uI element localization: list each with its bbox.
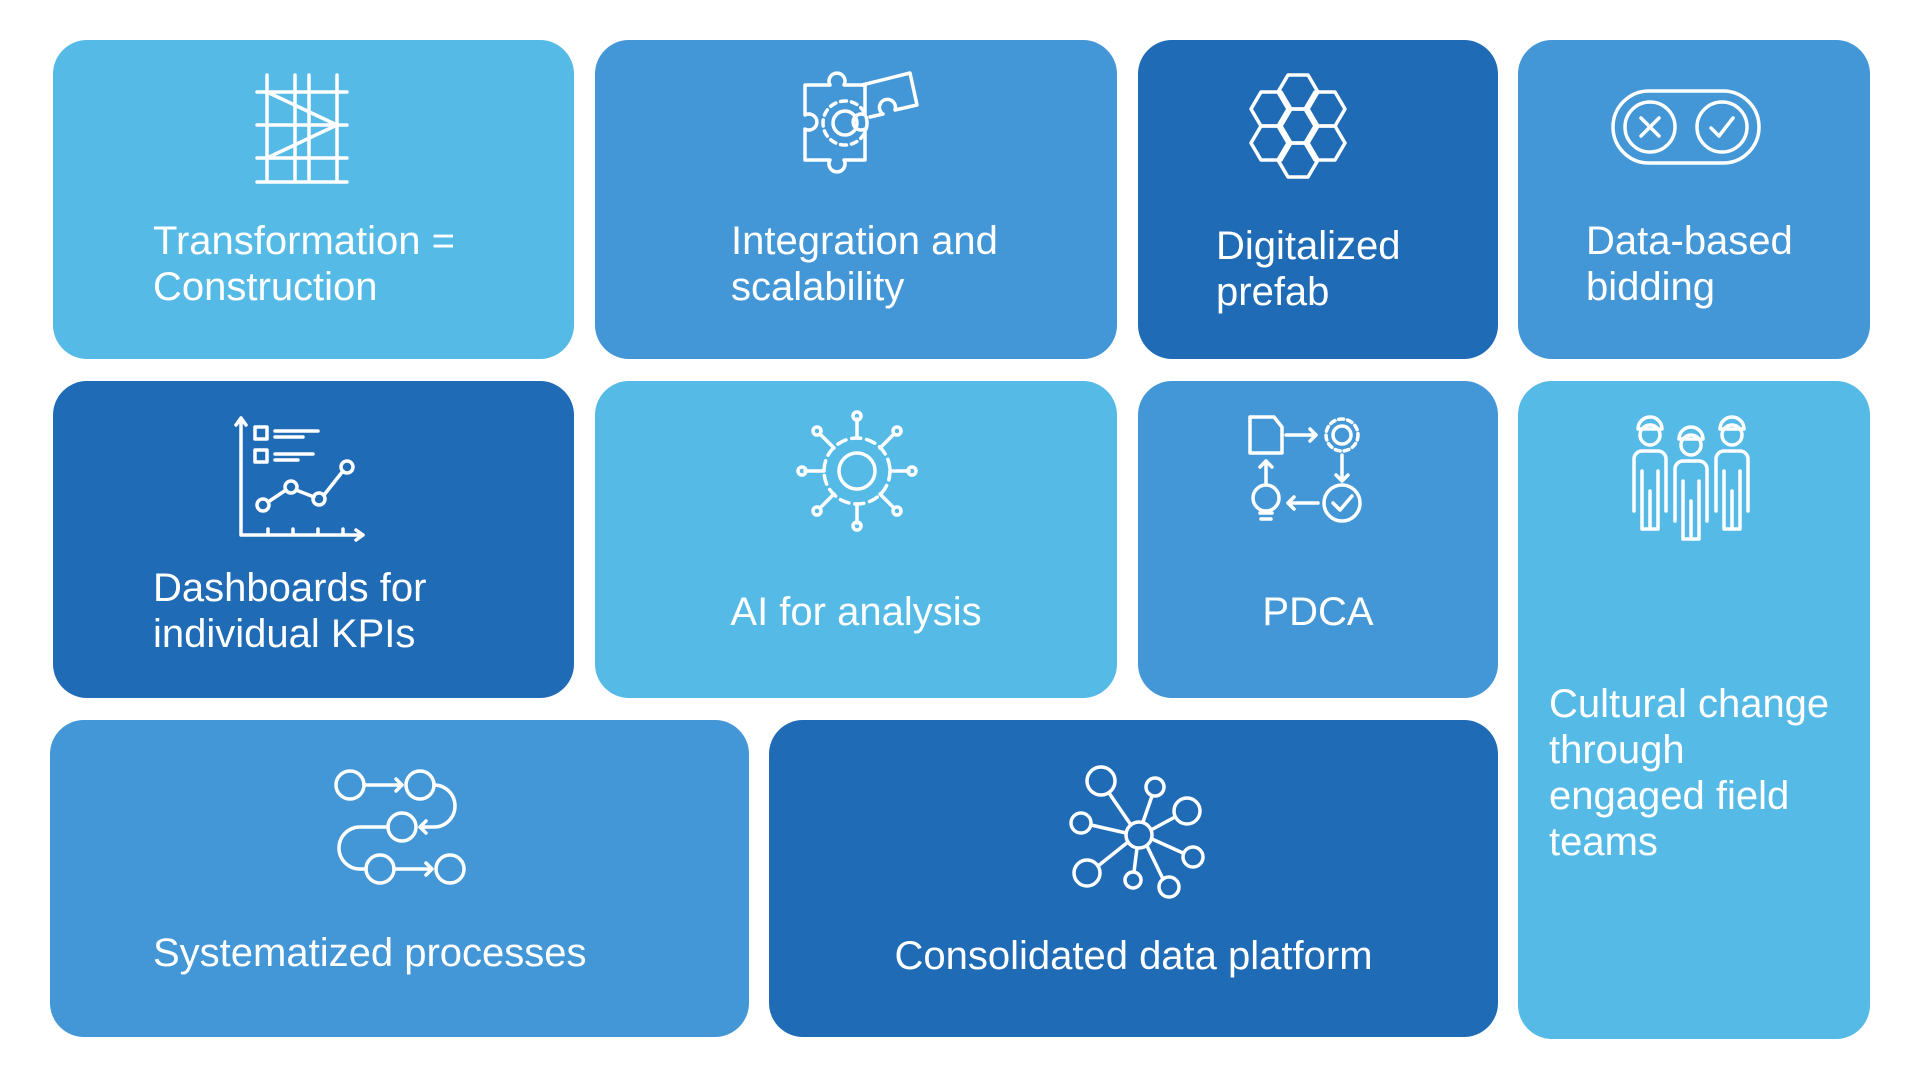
card-transformation-construction: Transformation = Construction (53, 40, 574, 359)
card-label: Systematized processes (153, 931, 587, 975)
card-label: Digitalized prefab (1216, 224, 1401, 314)
card-label: Transformation = Construction (153, 219, 455, 309)
network-hub-icon (1067, 765, 1207, 910)
scaffolding-icon (247, 70, 357, 190)
card-label: Integration and scalability (731, 219, 998, 309)
card-integration-scalability: Integration and scalability (595, 40, 1117, 359)
cycle-icon (1246, 413, 1366, 538)
line-chart-icon (233, 413, 373, 548)
card-data-based-bidding: Data-based bidding (1518, 40, 1870, 359)
card-label: AI for analysis (730, 590, 982, 634)
card-label: Dashboards for individual KPIs (153, 566, 427, 656)
card-dashboards-kpis: Dashboards for individual KPIs (53, 381, 574, 698)
card-label: Cultural change through engaged field te… (1549, 682, 1830, 864)
card-cultural-change: Cultural change through engaged field te… (1518, 381, 1870, 1039)
circuit-gear-icon (795, 409, 920, 539)
card-systematized-processes: Systematized processes (50, 720, 749, 1037)
card-ai-analysis: AI for analysis (595, 381, 1117, 698)
card-pdca: PDCA (1138, 381, 1498, 698)
card-consolidated-data-platform: Consolidated data platform (769, 720, 1498, 1037)
card-label: PDCA (1262, 590, 1374, 634)
card-digitalized-prefab: Digitalized prefab (1138, 40, 1498, 359)
card-label: Data-based bidding (1586, 219, 1793, 309)
card-label: Consolidated data platform (894, 934, 1373, 978)
puzzle-gear-icon (790, 65, 920, 195)
process-flow-icon (330, 765, 470, 895)
toggle-reject-accept-icon (1610, 88, 1762, 173)
workers-icon (1628, 411, 1763, 556)
hexagon-cluster-icon (1248, 70, 1363, 190)
